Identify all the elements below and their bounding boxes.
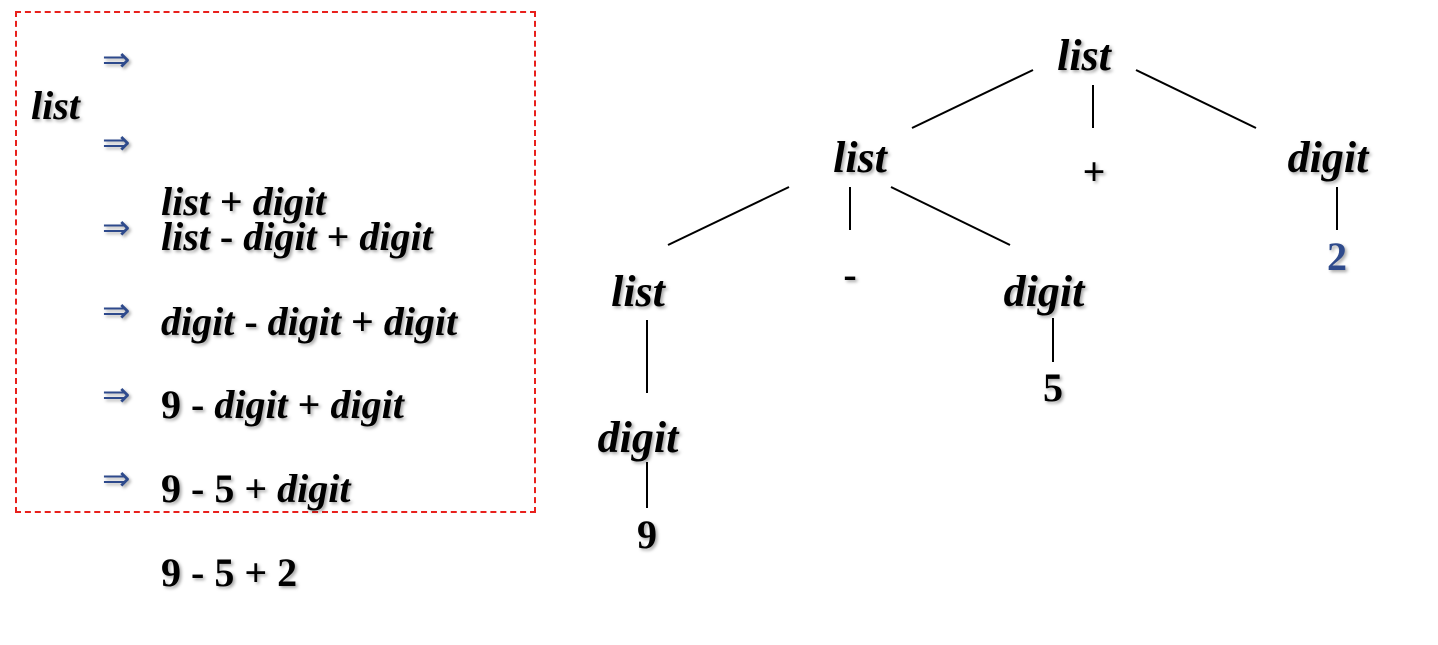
- tree-node-digit: digit: [1288, 133, 1370, 182]
- derivation-rhs: list - digit + digit: [161, 213, 433, 261]
- nonterminal-symbol: digit: [252, 179, 327, 224]
- derivation-step-2: ⇒ list - digit + digit: [17, 117, 433, 309]
- terminal-symbol: +: [341, 299, 384, 344]
- derivation-lhs: list: [31, 83, 80, 128]
- nonterminal-symbol: digit: [243, 214, 317, 259]
- derives-arrow-icon: ⇒: [102, 459, 131, 499]
- tree-node-plus: +: [1083, 149, 1106, 194]
- nonterminal-symbol: list: [161, 214, 210, 259]
- derivation-step-4: ⇒ 9 - digit + digit: [17, 285, 404, 477]
- nonterminal-symbol: digit: [359, 214, 433, 259]
- derives-arrow-icon: ⇒: [102, 123, 131, 163]
- derivation-step-1: list ⇒ list + digit: [17, 34, 326, 274]
- tree-node-minus: -: [843, 252, 856, 297]
- nonterminal-symbol: digit: [277, 466, 351, 511]
- tree-node-list: list: [833, 133, 889, 182]
- nonterminal-symbol: list: [161, 179, 210, 224]
- derives-arrow-icon: ⇒: [102, 375, 131, 415]
- derives-arrow-icon: ⇒: [102, 208, 131, 248]
- tree-node-list-leaf: list: [611, 267, 667, 316]
- parse-tree-nodes: list list + digit 2 list - digit 5 digit…: [598, 31, 1370, 557]
- tree-node-2: 2: [1327, 234, 1347, 279]
- tree-edge: [1135, 69, 1257, 129]
- terminal-symbol: 9 -: [161, 382, 215, 427]
- terminal-symbol: 9 - 5 +: [161, 466, 278, 511]
- terminal-symbol: +: [287, 382, 331, 427]
- tree-node-9: 9: [637, 512, 657, 557]
- derivation-box: list ⇒ list + digit ⇒ list - digit + dig…: [15, 11, 536, 595]
- nonterminal-symbol: digit: [267, 299, 342, 344]
- derives-arrow-icon: ⇒: [102, 291, 131, 331]
- nonterminal-symbol: digit: [161, 299, 235, 344]
- derivation-rhs: list + digit: [161, 178, 326, 226]
- derivation-rhs: 9 - digit + digit: [161, 381, 404, 429]
- tree-node-root-list: list: [1057, 31, 1113, 80]
- terminal-symbol: -: [234, 299, 268, 344]
- tree-node-digit: digit: [598, 413, 680, 462]
- tree-edge: [667, 186, 790, 246]
- tree-node-5: 5: [1043, 365, 1063, 410]
- derivation-rhs: 9 - 5 + digit: [161, 465, 350, 513]
- derivation-step-5: ⇒ 9 - 5 + digit: [17, 369, 350, 561]
- terminal-symbol: -: [209, 214, 244, 259]
- terminal-symbol: +: [209, 179, 253, 224]
- derivation-step-3: ⇒ digit - digit + digit: [17, 202, 457, 394]
- derivation-rhs: digit - digit + digit: [161, 298, 457, 346]
- nonterminal-symbol: digit: [330, 382, 404, 427]
- parse-tree: list list + digit 2 list - digit 5 digit…: [598, 31, 1370, 557]
- derives-arrow-icon: ⇒: [102, 40, 131, 80]
- terminal-symbol: +: [316, 214, 360, 259]
- nonterminal-symbol: digit: [214, 382, 288, 427]
- nonterminal-symbol: digit: [383, 299, 458, 344]
- derivation-rhs: 9 - 5 + 2: [161, 549, 297, 597]
- terminal-symbol: 9 - 5 + 2: [161, 550, 298, 595]
- derivation-step-6: ⇒ 9 - 5 + 2: [17, 453, 297, 645]
- tree-node-digit: digit: [1004, 267, 1086, 316]
- parse-tree-edges: [646, 69, 1338, 508]
- tree-edge: [890, 186, 1011, 246]
- tree-edge: [911, 69, 1034, 129]
